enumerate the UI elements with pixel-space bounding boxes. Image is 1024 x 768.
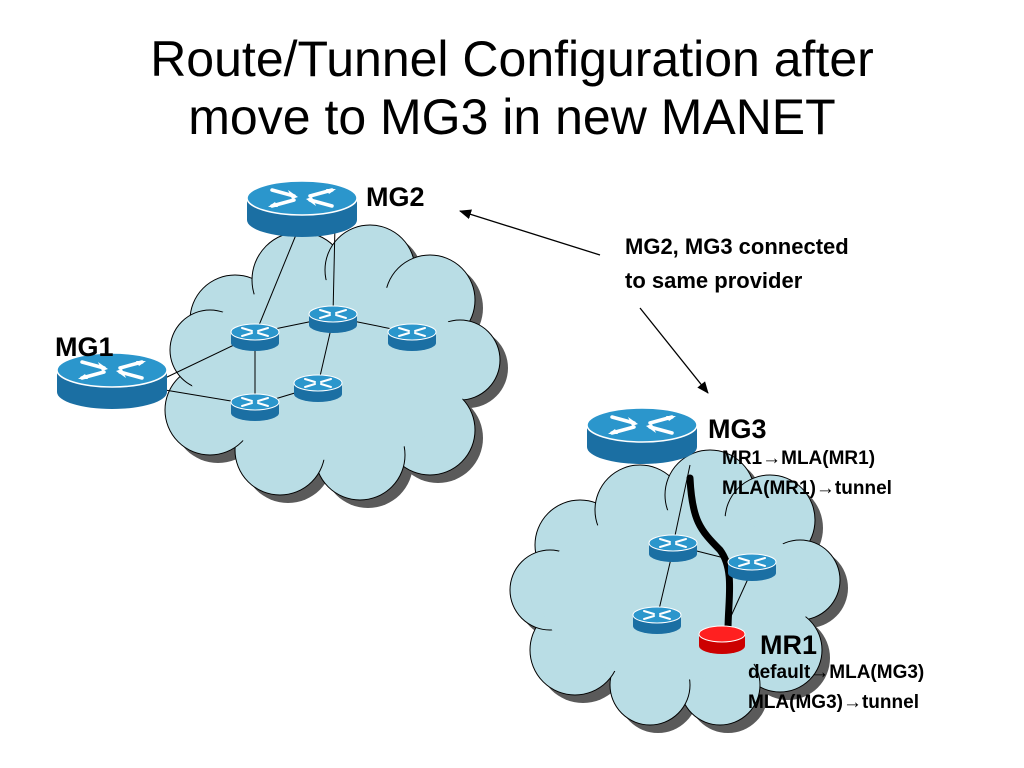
mg3-route-2: MLA(MR1)→tunnel (722, 478, 892, 499)
router-icon (230, 393, 280, 422)
router-icon-mg3 (585, 406, 699, 466)
router-icon (727, 553, 777, 582)
router-icon (632, 606, 682, 635)
router-icon (293, 374, 343, 403)
manet-cloud-1 (164, 224, 508, 508)
router-icon (648, 534, 698, 563)
title-line-2: move to MG3 in new MANET (188, 89, 836, 145)
note-line-1: MG2, MG3 connected (625, 234, 849, 259)
arrow-to-mg3 (639, 307, 709, 394)
provider-note: MG2, MG3 connected to same provider (625, 230, 849, 298)
label-mg2: MG2 (366, 182, 425, 212)
title-line-1: Route/Tunnel Configuration after (150, 31, 874, 87)
mr1-routing-table: default→MLA(MG3) MLA(MG3)→tunnel (748, 658, 924, 718)
arrow-to-mg2 (459, 209, 601, 256)
label-mr1: MR1 (760, 630, 818, 660)
router-icon (387, 323, 437, 352)
label-mg3: MG3 (708, 414, 767, 444)
mr1-route-2: MLA(MG3)→tunnel (748, 692, 919, 713)
label-mg1: MG1 (55, 332, 114, 362)
router-icon (308, 305, 358, 334)
slide-title: Route/Tunnel Configuration after move to… (0, 30, 1024, 146)
mg3-route-1: MR1→MLA(MR1) (722, 448, 876, 469)
router-icon-mg2 (245, 179, 359, 239)
router-icon (230, 323, 280, 352)
note-line-2: to same provider (625, 268, 803, 293)
mr1-route-1: default→MLA(MG3) (748, 662, 925, 683)
mg3-routing-table: MR1→MLA(MR1) MLA(MR1)→tunnel (722, 444, 892, 504)
mobile-router-icon (698, 625, 746, 654)
manet-cloud-2 (509, 449, 848, 733)
tunnel-path (686, 474, 734, 634)
